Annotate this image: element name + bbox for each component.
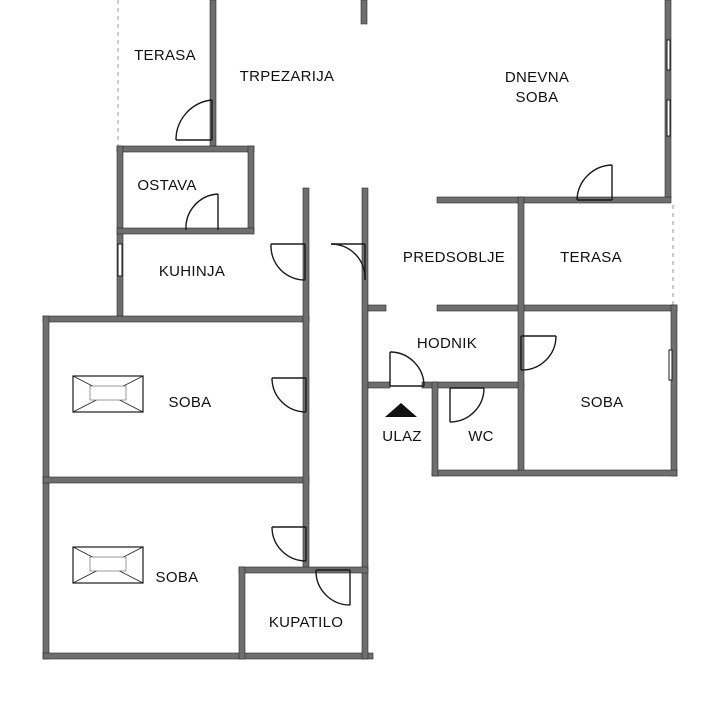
walls — [42, 0, 678, 660]
skylight-window-icon — [72, 546, 144, 584]
label-soba-left-upper: SOBA — [169, 394, 212, 411]
label-soba-left-lower: SOBA — [156, 569, 199, 586]
label-trpezarija: TRPEZARIJA — [240, 68, 335, 85]
label-kupatilo: KUPATILO — [269, 614, 343, 631]
label-terasa-right: TERASA — [560, 249, 622, 266]
label-kuhinja: KUHINJA — [159, 263, 225, 280]
label-ostava: OSTAVA — [137, 177, 196, 194]
windows — [117, 39, 673, 381]
label-ulaz: ULAZ — [382, 428, 422, 445]
label-dnevna-soba-line2: SOBA — [516, 89, 559, 106]
label-terasa-top: TERASA — [134, 47, 196, 64]
label-dnevna-soba-line1: DNEVNA — [505, 69, 569, 86]
entrance-arrow-icon — [385, 403, 417, 417]
doors — [175, 99, 613, 606]
skylight-window-icon — [72, 375, 144, 413]
label-soba-right: SOBA — [581, 394, 624, 411]
label-wc: WC — [468, 428, 494, 445]
label-hodnik: HODNIK — [417, 335, 477, 352]
label-predsoblje: PREDSOBLJE — [403, 249, 505, 266]
